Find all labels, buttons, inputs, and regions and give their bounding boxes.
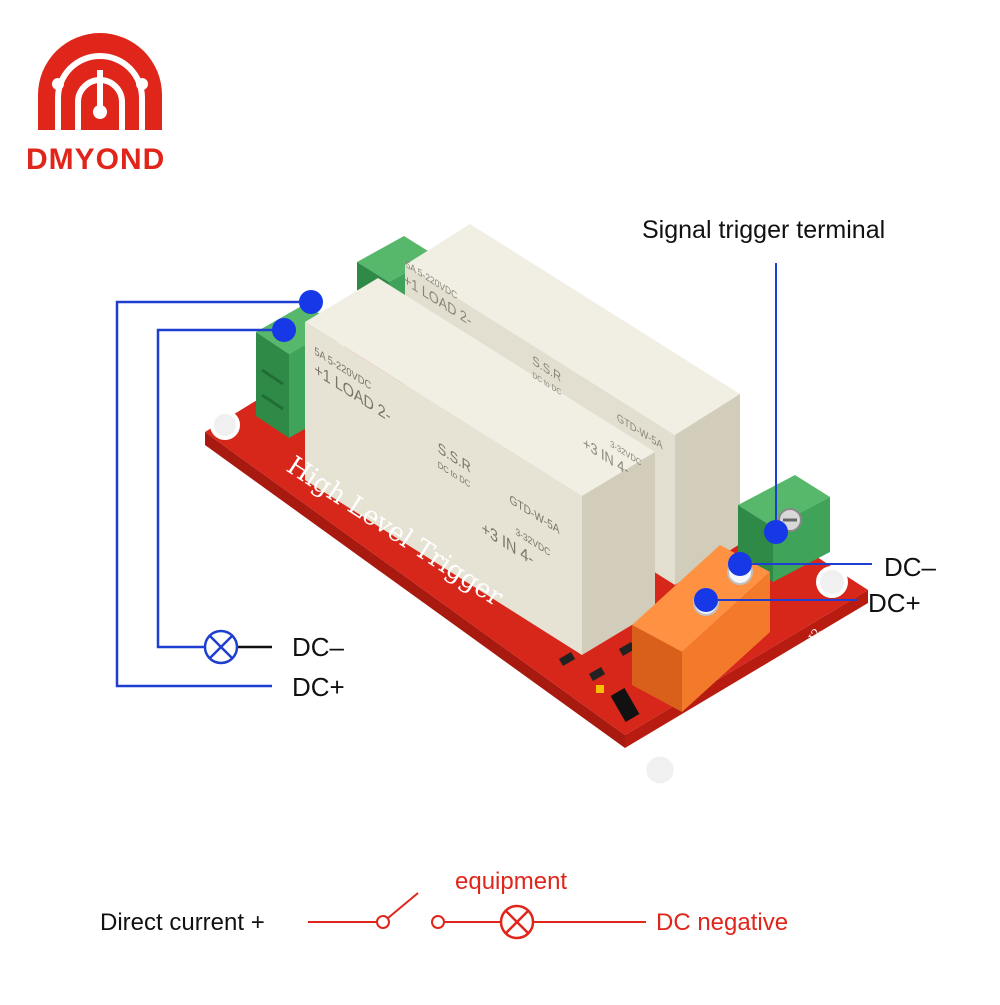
load-terminal-dot-1: [299, 290, 323, 314]
load-wiring: [115, 300, 311, 688]
signal-trigger-label: Signal trigger terminal: [642, 216, 886, 244]
signal-dot-dc-minus: [728, 552, 752, 576]
left-dc-plus-label: DC+: [292, 672, 345, 702]
brand-name: DMYOND: [26, 143, 166, 176]
left-dc-minus-label: DC–: [292, 632, 345, 662]
legend-direct-current-plus: Direct current +: [100, 909, 265, 936]
lamp-icon: [203, 629, 239, 665]
load-terminal-dot-2: [272, 318, 296, 342]
right-dc-minus-label: DC–: [884, 552, 937, 582]
legend-lamp-icon: [499, 904, 535, 940]
pin-label-dc-minus: DC-: [747, 680, 771, 707]
signal-dot-dc-plus: [694, 588, 718, 612]
pin-label-dc-plus: DC+: [722, 695, 749, 727]
ssr-relay-1: [305, 278, 655, 655]
legend-equipment: equipment: [455, 868, 568, 895]
signal-dot-trigger: [764, 520, 788, 544]
legend-dc-negative: DC negative: [656, 909, 789, 936]
right-dc-plus-label: DC+: [868, 588, 921, 618]
legend-circuit: [308, 892, 646, 929]
brand-logo-icon: [38, 33, 162, 130]
signal-wiring: [706, 263, 872, 601]
